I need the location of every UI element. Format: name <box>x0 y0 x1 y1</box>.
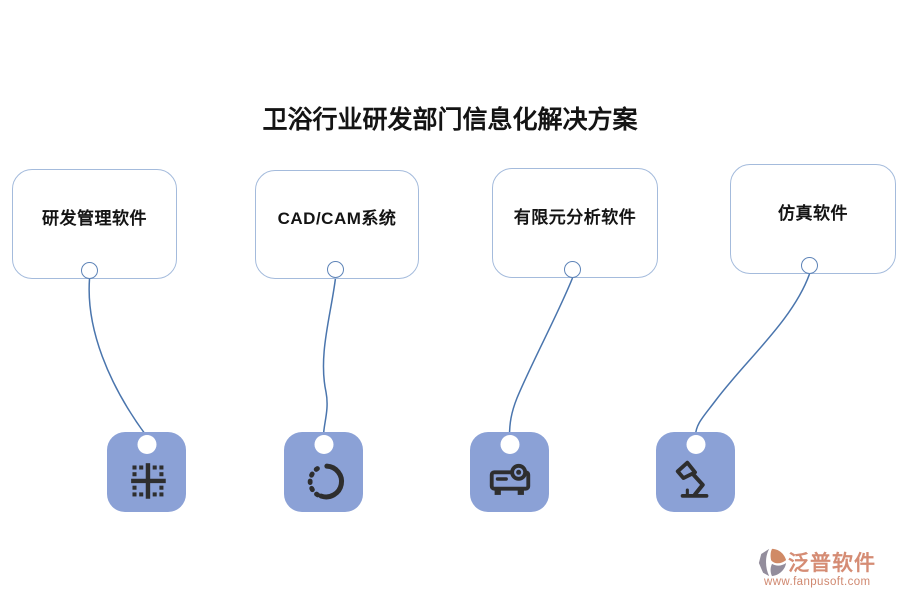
connector-notch-3 <box>500 435 519 454</box>
dashed-circle-arc-icon <box>307 463 344 500</box>
icon-tile-fea <box>470 432 549 512</box>
brand-logo[interactable]: 泛普软件 www.fanpusoft.com <box>757 546 876 588</box>
connector-port-1 <box>81 262 98 279</box>
page-title: 卫浴行业研发部门信息化解决方案 <box>262 106 638 134</box>
desk-lamp-icon <box>675 460 708 498</box>
brand-logo-row: 泛普软件 <box>757 546 876 578</box>
connector-port-2 <box>327 261 344 278</box>
connector-3 <box>508 277 574 437</box>
fanpu-logo-icon <box>758 548 787 577</box>
connector-1 <box>88 278 148 437</box>
node-label-fea: 有限元分析软件 <box>513 207 637 227</box>
icon-tile-cad-cam <box>284 432 363 512</box>
node-box-rd-management: 研发管理软件 <box>12 169 177 279</box>
connector-2 <box>322 277 337 437</box>
node-label-rd-management: 研发管理软件 <box>42 208 147 228</box>
node-box-cad-cam: CAD/CAM系统 <box>255 170 419 279</box>
node-box-simulation: 仿真软件 <box>730 164 896 274</box>
brand-website[interactable]: www.fanpusoft.com <box>764 576 871 588</box>
connector-notch-1 <box>137 435 156 454</box>
node-label-simulation: 仿真软件 <box>778 203 848 223</box>
icon-tile-simulation <box>656 432 735 512</box>
icon-tile-rd-management <box>107 432 186 512</box>
connector-port-4 <box>801 257 818 274</box>
connector-notch-4 <box>686 435 705 454</box>
connector-port-3 <box>564 261 581 278</box>
connector-notch-2 <box>314 435 333 454</box>
projector-icon <box>489 463 530 495</box>
brand-name: 泛普软件 <box>788 552 876 575</box>
connector-4 <box>694 273 811 437</box>
dashed-grid-plus-icon <box>130 463 166 499</box>
node-label-cad-cam: CAD/CAM系统 <box>277 209 397 228</box>
